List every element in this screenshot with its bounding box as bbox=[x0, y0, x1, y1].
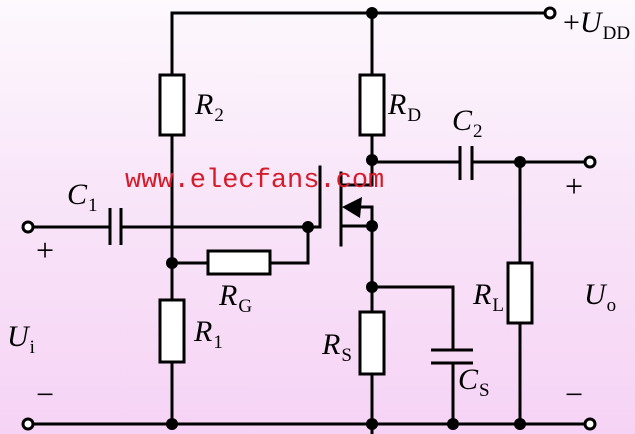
label-rl-symbol: R bbox=[473, 278, 492, 311]
label-uo-symbol: U bbox=[584, 278, 606, 311]
label-ui: Ui bbox=[7, 320, 35, 358]
label-r2-symbol: R bbox=[195, 88, 214, 121]
label-udd-symbol: U bbox=[579, 6, 602, 39]
label-r1-symbol: R bbox=[194, 315, 213, 348]
supply-rail bbox=[170, 11, 545, 77]
terminal-input-minus[interactable] bbox=[21, 417, 35, 431]
node-ground-cs bbox=[447, 418, 459, 430]
output-plus-sign: + bbox=[565, 168, 584, 204]
label-cs: CS bbox=[458, 363, 490, 401]
label-rs-symbol: R bbox=[322, 328, 341, 361]
label-rd-symbol: R bbox=[388, 88, 407, 121]
label-udd-sign: + bbox=[563, 6, 580, 39]
wire-cs-top bbox=[370, 285, 455, 352]
label-c1: C1 bbox=[67, 178, 98, 216]
label-cs-sub: S bbox=[479, 380, 490, 401]
label-r2: R2 bbox=[195, 88, 224, 126]
terminal-udd[interactable] bbox=[543, 6, 557, 20]
label-rg-sub: G bbox=[238, 296, 253, 317]
label-udd-sub: DD bbox=[602, 23, 631, 44]
mosfet-arrow-icon bbox=[342, 197, 362, 218]
label-r1-sub: 1 bbox=[213, 332, 223, 353]
node-drain bbox=[366, 154, 378, 166]
label-rd: RD bbox=[388, 88, 422, 126]
wire-rg-right bbox=[268, 225, 310, 265]
label-rd-sub: D bbox=[407, 105, 422, 126]
label-ui-sub: i bbox=[29, 337, 35, 358]
watermark-text: www.elecfans.com bbox=[125, 166, 385, 196]
terminal-output-plus[interactable] bbox=[583, 155, 597, 169]
label-uo: Uo bbox=[584, 278, 617, 316]
node-rg bbox=[166, 257, 178, 269]
label-r1: R1 bbox=[194, 315, 223, 353]
label-c2-sub: 2 bbox=[473, 121, 483, 142]
label-c2-symbol: C bbox=[452, 104, 473, 137]
label-c2: C2 bbox=[452, 104, 483, 142]
resistor-r1 bbox=[158, 298, 186, 364]
resistor-rd bbox=[358, 73, 386, 137]
label-c1-symbol: C bbox=[67, 178, 88, 211]
label-rs: RS bbox=[322, 328, 352, 366]
resistor-rs bbox=[358, 310, 386, 376]
node-ground-rl bbox=[514, 418, 526, 430]
terminal-output-minus[interactable] bbox=[583, 417, 597, 431]
node-ground-r1 bbox=[166, 418, 178, 430]
resistor-rl bbox=[506, 261, 534, 325]
resistor-r2 bbox=[158, 73, 186, 137]
label-cs-symbol: C bbox=[458, 363, 479, 396]
label-rs-sub: S bbox=[341, 345, 352, 366]
node-source bbox=[366, 220, 378, 232]
label-udd: +UDD bbox=[563, 6, 631, 44]
label-r2-sub: 2 bbox=[214, 105, 224, 126]
node-top bbox=[366, 7, 378, 19]
label-ui-symbol: U bbox=[7, 320, 29, 353]
label-uo-sub: o bbox=[606, 295, 617, 316]
output-minus-sign: − bbox=[565, 376, 584, 412]
mosfet-body bbox=[355, 205, 374, 228]
resistor-rg bbox=[206, 249, 272, 276]
label-c1-sub: 1 bbox=[88, 195, 98, 216]
terminal-input-plus[interactable] bbox=[21, 220, 35, 234]
label-rl-sub: L bbox=[492, 295, 504, 316]
label-rg: RG bbox=[219, 279, 253, 317]
label-rl: RL bbox=[473, 278, 504, 316]
node-ground-rs bbox=[366, 418, 378, 430]
input-plus-sign: + bbox=[36, 232, 55, 268]
label-rg-symbol: R bbox=[219, 279, 238, 312]
input-minus-sign: − bbox=[36, 376, 55, 412]
